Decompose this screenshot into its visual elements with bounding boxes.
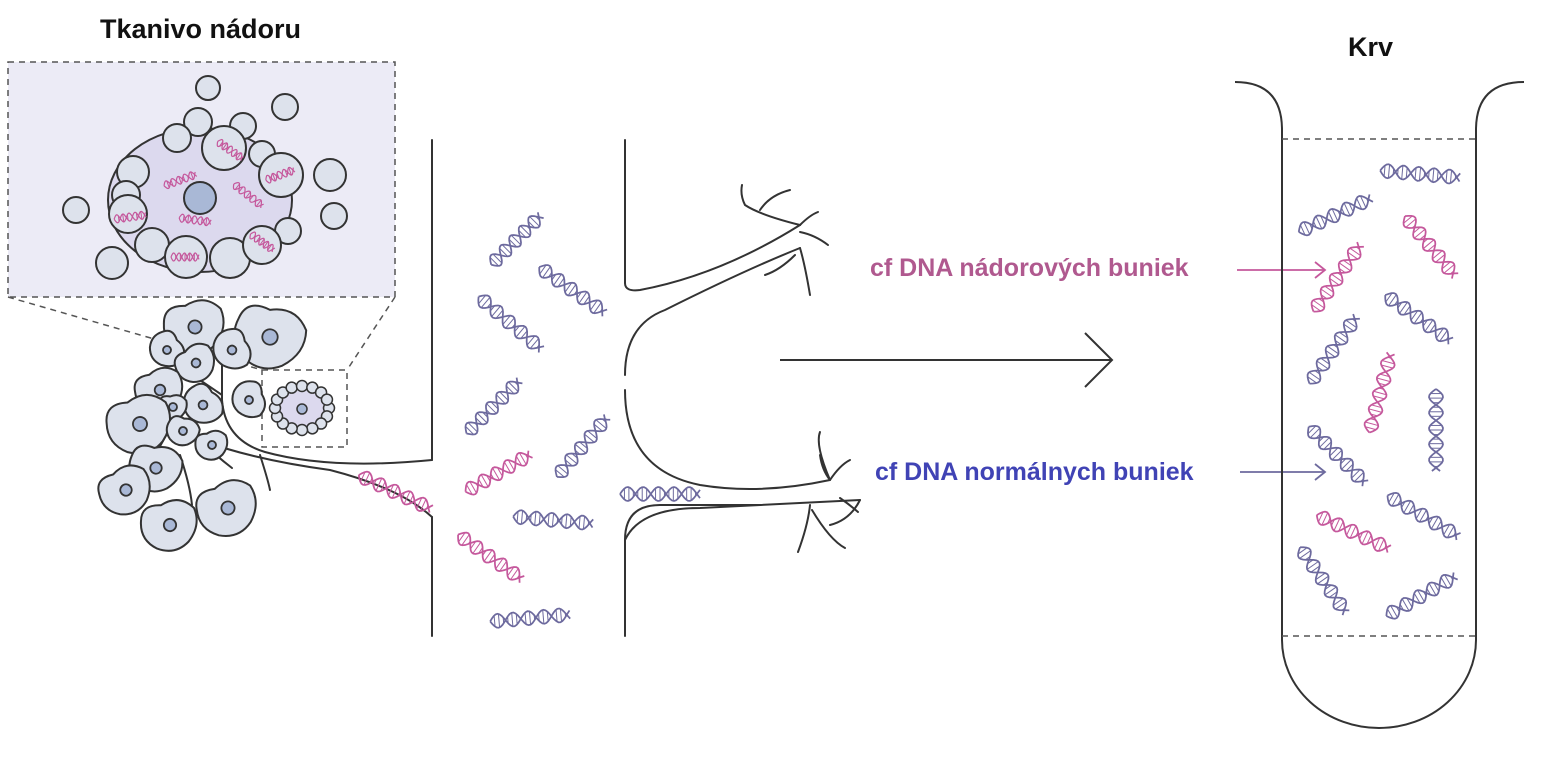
dna-helix-icon	[1383, 570, 1459, 622]
dna-helix-icon	[462, 448, 534, 498]
normal-cfdna-label: cf DNA normálnych buniek	[875, 458, 1194, 487]
dna-helix-icon	[474, 291, 546, 354]
dna-helix-icon	[1314, 509, 1392, 555]
tissue-title: Tkanivo nádoru	[100, 14, 301, 45]
dna-helix-icon	[620, 487, 700, 501]
tumor-cfdna-label: cf DNA nádorových buniek	[870, 254, 1189, 283]
dna-helix-icon	[1294, 543, 1351, 617]
dna-helix-icon	[1384, 489, 1462, 542]
dna-helix-icon	[552, 413, 613, 482]
dna-helix-icon	[171, 253, 199, 261]
blood-title: Krv	[1348, 32, 1393, 63]
cell-icon	[321, 394, 332, 405]
dna-helix-icon	[1400, 212, 1461, 281]
dna-helix-icon	[1380, 164, 1461, 185]
cell-icon	[137, 497, 201, 555]
dna-helix-icon	[1363, 352, 1398, 435]
cell-icon	[272, 94, 298, 120]
zoom-box	[262, 370, 347, 447]
dna-helix-icon	[1308, 240, 1367, 315]
dna-fragments	[356, 164, 1462, 629]
cell-icon	[190, 474, 265, 544]
dna-helix-icon	[486, 210, 545, 269]
dna-helix-icon	[513, 510, 594, 531]
dna-helix-icon	[1296, 192, 1374, 238]
cell-icon	[196, 76, 220, 100]
dna-helix-icon	[1381, 289, 1455, 346]
dna-helix-icon	[454, 529, 526, 585]
arrow-right-icon	[780, 333, 1112, 387]
cancer-nucleus-icon	[184, 182, 216, 214]
cell-icon	[259, 153, 303, 197]
dna-helix-icon	[1304, 422, 1370, 488]
cell-icon	[297, 381, 308, 392]
cell-icon	[286, 382, 297, 393]
dna-helix-icon	[490, 608, 571, 629]
cell-icon	[96, 247, 128, 279]
cell-icon	[307, 423, 318, 434]
cell-icon	[314, 159, 346, 191]
dna-helix-icon	[1304, 312, 1363, 387]
dna-helix-icon	[535, 261, 609, 318]
dna-helix-icon	[462, 376, 525, 439]
cell-icon	[321, 203, 347, 229]
cell-icon	[243, 226, 281, 264]
cell-icon	[163, 124, 191, 152]
dna-helix-icon	[1429, 389, 1443, 471]
cell-icon	[135, 228, 169, 262]
cell-icon	[297, 425, 308, 436]
blood-vessel	[432, 140, 860, 636]
cell-icon	[63, 197, 89, 223]
